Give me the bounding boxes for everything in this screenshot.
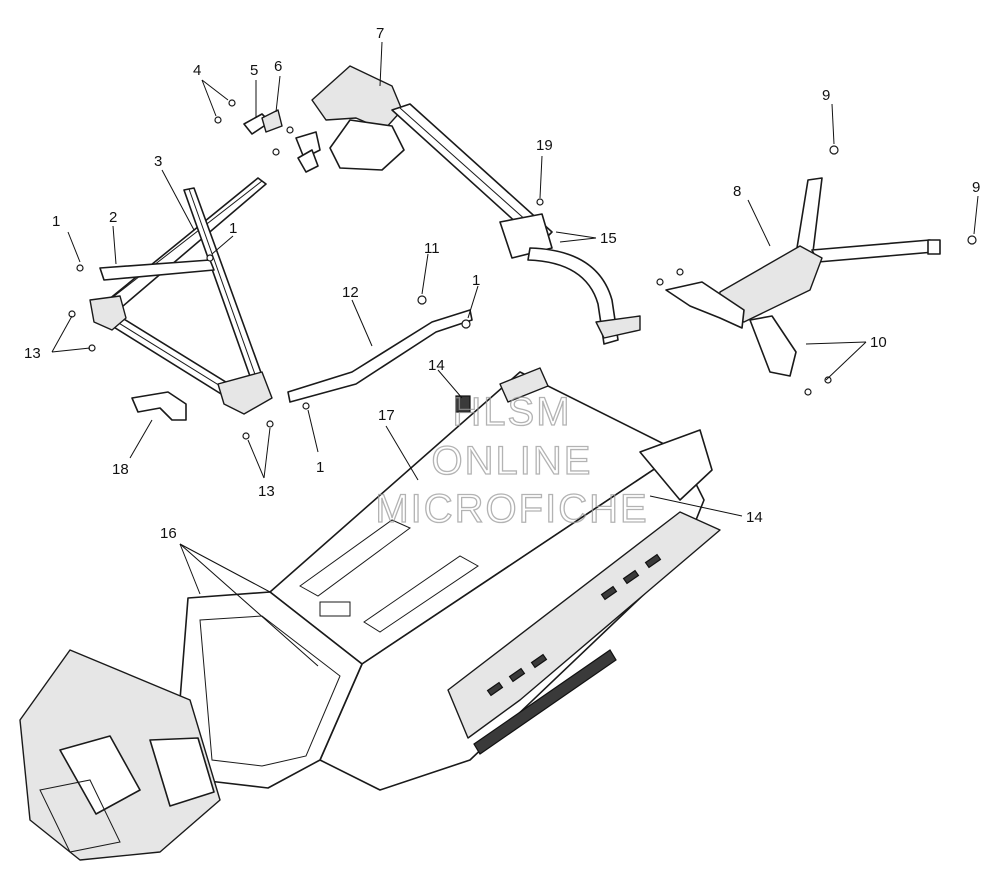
callout-19: 19 <box>536 137 553 154</box>
callout-11: 11 <box>424 240 440 257</box>
callout-2: 2 <box>109 209 117 226</box>
chassis-tunnel-17 <box>19 367 721 861</box>
callout-1: 1 <box>472 272 480 289</box>
leader-lines <box>51 41 979 667</box>
callout-3: 3 <box>154 153 162 170</box>
callout-1: 1 <box>316 459 324 476</box>
callout-8: 8 <box>733 183 741 200</box>
watermark-line-2: ONLINE <box>432 439 593 483</box>
rear-bracket-assembly-8 <box>656 177 941 396</box>
callout-4: 4 <box>193 62 201 79</box>
callout-1: 1 <box>229 220 237 237</box>
front-strut-assembly <box>89 177 273 421</box>
callout-labels: 1 1 1 1 2 3 4 5 6 7 8 9 9 10 11 12 13 13… <box>24 25 980 542</box>
watermark: HLSM ONLINE MICROFICHE <box>375 389 648 531</box>
callout-5: 5 <box>250 62 258 79</box>
callout-9: 9 <box>972 179 980 196</box>
foot-rail-cleats <box>486 553 662 697</box>
callout-13: 13 <box>24 345 41 362</box>
callout-6: 6 <box>274 58 282 75</box>
callout-9: 9 <box>822 87 830 104</box>
callout-18: 18 <box>112 461 129 478</box>
callout-7: 7 <box>376 25 384 42</box>
callout-14: 14 <box>746 509 763 526</box>
callout-14: 14 <box>428 357 445 374</box>
steering-support-assembly <box>311 65 641 345</box>
callout-15: 15 <box>600 230 617 247</box>
callout-1: 1 <box>52 213 60 230</box>
tie-rod-12 <box>287 309 473 403</box>
callout-17: 17 <box>378 407 395 424</box>
callout-13: 13 <box>258 483 275 500</box>
callout-16: 16 <box>160 525 177 542</box>
upper-hardware-4-5-6 <box>214 99 321 173</box>
loose-fasteners <box>68 145 977 440</box>
callout-12: 12 <box>342 284 359 301</box>
callout-10: 10 <box>870 334 887 351</box>
watermark-line-3: MICROFICHE <box>375 487 648 531</box>
watermark-line-1: HLSM <box>452 390 571 434</box>
